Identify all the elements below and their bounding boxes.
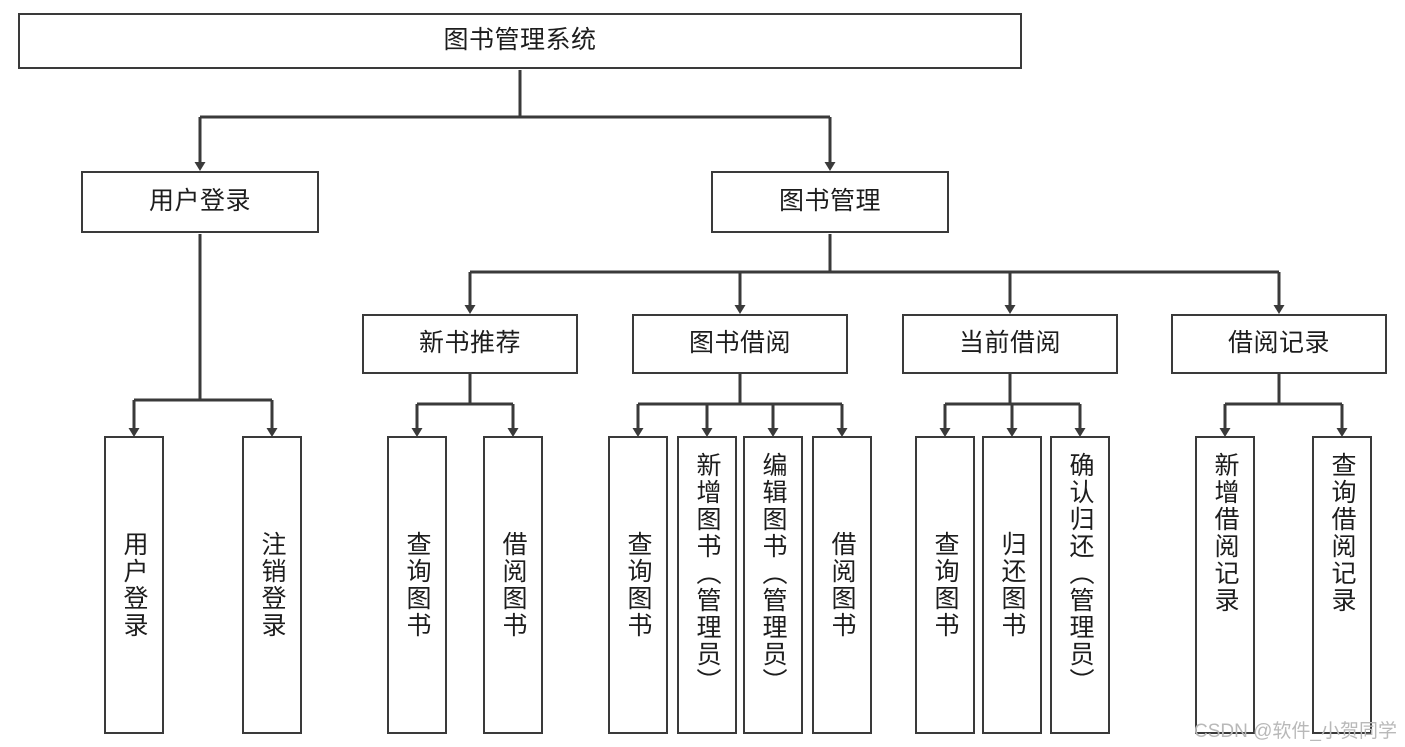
node-leaf-query-borrow-record-label: 查询借阅记录 bbox=[1328, 452, 1356, 614]
node-book-manage[interactable]: 图书管理 bbox=[711, 171, 949, 233]
node-leaf-query-book-3[interactable]: 查询图书 bbox=[915, 436, 975, 734]
node-user-login-label: 用户登录 bbox=[148, 187, 251, 216]
node-leaf-confirm-return[interactable]: 确认归还（管理员） bbox=[1050, 436, 1110, 734]
node-leaf-add-book[interactable]: 新增图书（管理员） bbox=[677, 436, 737, 734]
node-leaf-query-book-1-label: 查询图书 bbox=[403, 531, 431, 639]
csdn-watermark: CSDN @软件_小贺同学 bbox=[1194, 721, 1397, 742]
node-root[interactable]: 图书管理系统 bbox=[18, 13, 1022, 69]
node-book-manage-label: 图书管理 bbox=[778, 187, 881, 216]
node-leaf-borrow-book-1-label: 借阅图书 bbox=[499, 531, 527, 639]
node-leaf-query-borrow-record[interactable]: 查询借阅记录 bbox=[1312, 436, 1372, 734]
node-leaf-logout-login[interactable]: 注销登录 bbox=[242, 436, 302, 734]
node-current-borrow-label: 当前借阅 bbox=[958, 329, 1061, 358]
node-leaf-edit-book[interactable]: 编辑图书（管理员） bbox=[743, 436, 803, 734]
node-leaf-user-login-label: 用户登录 bbox=[120, 531, 148, 639]
node-borrow-record[interactable]: 借阅记录 bbox=[1171, 314, 1387, 374]
node-leaf-add-borrow-record-label: 新增借阅记录 bbox=[1211, 452, 1239, 614]
node-borrow-record-label: 借阅记录 bbox=[1227, 329, 1330, 358]
node-leaf-borrow-book-1[interactable]: 借阅图书 bbox=[483, 436, 543, 734]
node-new-book-recommend-label: 新书推荐 bbox=[418, 329, 521, 358]
node-leaf-query-book-1[interactable]: 查询图书 bbox=[387, 436, 447, 734]
node-leaf-query-book-3-label: 查询图书 bbox=[931, 531, 959, 639]
node-new-book-recommend[interactable]: 新书推荐 bbox=[362, 314, 578, 374]
node-leaf-query-book-2[interactable]: 查询图书 bbox=[608, 436, 668, 734]
node-leaf-borrow-book-2-label: 借阅图书 bbox=[828, 531, 856, 639]
node-root-label: 图书管理系统 bbox=[443, 26, 597, 55]
node-leaf-confirm-return-label: 确认归还（管理员） bbox=[1066, 452, 1094, 695]
node-leaf-user-login[interactable]: 用户登录 bbox=[104, 436, 164, 734]
node-current-borrow[interactable]: 当前借阅 bbox=[902, 314, 1118, 374]
node-leaf-return-book-label: 归还图书 bbox=[998, 531, 1026, 639]
node-leaf-add-book-label: 新增图书（管理员） bbox=[693, 452, 721, 695]
node-leaf-logout-login-label: 注销登录 bbox=[258, 531, 286, 639]
node-leaf-add-borrow-record[interactable]: 新增借阅记录 bbox=[1195, 436, 1255, 734]
node-book-borrow[interactable]: 图书借阅 bbox=[632, 314, 848, 374]
node-leaf-query-book-2-label: 查询图书 bbox=[624, 531, 652, 639]
node-leaf-edit-book-label: 编辑图书（管理员） bbox=[759, 452, 787, 695]
node-book-borrow-label: 图书借阅 bbox=[688, 329, 791, 358]
node-leaf-borrow-book-2[interactable]: 借阅图书 bbox=[812, 436, 872, 734]
node-leaf-return-book[interactable]: 归还图书 bbox=[982, 436, 1042, 734]
node-user-login[interactable]: 用户登录 bbox=[81, 171, 319, 233]
